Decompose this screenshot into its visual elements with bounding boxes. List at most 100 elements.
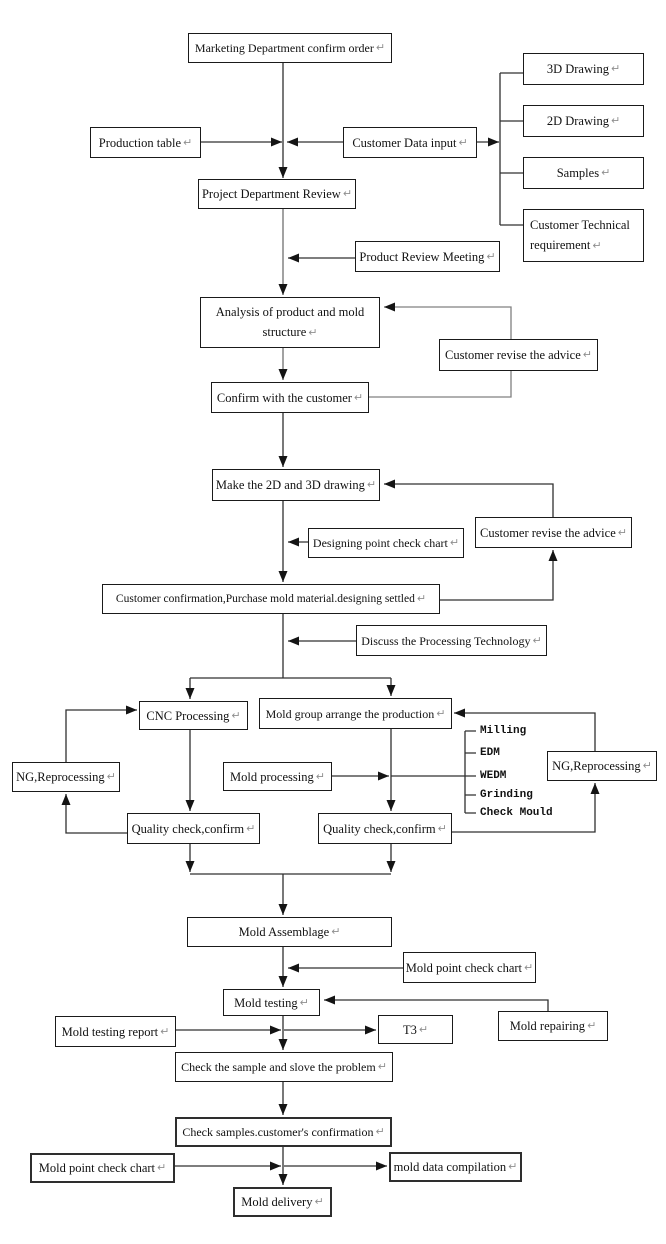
return-mark-icon: ↵ bbox=[160, 1024, 170, 1038]
node-label: Customer Data input bbox=[352, 135, 457, 150]
node-label: NG,Reprocessing bbox=[16, 770, 105, 784]
node-project-department-review: Project Department Review↵ bbox=[198, 179, 356, 209]
return-mark-icon: ↵ bbox=[508, 1160, 518, 1173]
node-product-review-meeting: Product Review Meeting↵ bbox=[355, 241, 500, 272]
process-label-edm: EDM bbox=[480, 747, 500, 759]
node-discuss-processing-technology: Discuss the Processing Technology↵ bbox=[356, 625, 547, 656]
node-label: Analysis of product and mold structure↵ bbox=[215, 305, 365, 339]
return-mark-icon: ↵ bbox=[183, 135, 193, 149]
node-mold-group-arrange-production: Mold group arrange the production↵ bbox=[259, 698, 452, 729]
node-mold-point-check-chart-2: Mold point check chart↵ bbox=[30, 1153, 175, 1183]
return-mark-icon: ↵ bbox=[106, 770, 116, 783]
return-mark-icon: ↵ bbox=[375, 1125, 385, 1138]
return-mark-icon: ↵ bbox=[231, 708, 241, 722]
node-t3: T3↵ bbox=[378, 1015, 453, 1044]
node-label: Customer Technical requirement↵ bbox=[530, 218, 630, 252]
return-mark-icon: ↵ bbox=[458, 135, 468, 149]
node-quality-check-confirm-left: Quality check,confirm↵ bbox=[127, 813, 260, 844]
return-mark-icon: ↵ bbox=[315, 769, 325, 783]
node-mold-testing: Mold testing↵ bbox=[223, 989, 320, 1016]
return-mark-icon: ↵ bbox=[524, 960, 534, 974]
node-label: Check samples.customer's confirmation bbox=[182, 1125, 374, 1139]
return-mark-icon: ↵ bbox=[308, 326, 318, 339]
node-label: Customer confirmation,Purchase mold mate… bbox=[115, 593, 415, 605]
node-label: Mold testing bbox=[234, 995, 298, 1010]
node-check-sample-solve-problem: Check the sample and slove the problem↵ bbox=[175, 1052, 393, 1082]
node-production-table: Production table↵ bbox=[90, 127, 201, 158]
node-label: Customer revise the advice bbox=[480, 525, 616, 540]
return-mark-icon: ↵ bbox=[436, 706, 446, 720]
node-mold-data-compilation: mold data compilation↵ bbox=[389, 1152, 522, 1182]
node-mold-repairing: Mold repairing↵ bbox=[498, 1011, 608, 1041]
return-mark-icon: ↵ bbox=[449, 536, 460, 549]
node-marketing-confirm-order: Marketing Department confirm order↵ bbox=[188, 33, 392, 63]
node-label: Quality check,confirm bbox=[323, 821, 436, 836]
node-mold-testing-report: Mold testing report↵ bbox=[55, 1016, 176, 1047]
return-mark-icon: ↵ bbox=[418, 1022, 429, 1036]
return-mark-icon: ↵ bbox=[601, 166, 611, 179]
node-label: Project Department Review bbox=[201, 187, 341, 201]
return-mark-icon: ↵ bbox=[610, 62, 621, 75]
return-mark-icon: ↵ bbox=[437, 821, 447, 835]
node-label: Mold repairing bbox=[509, 1019, 586, 1033]
node-label: Mold processing bbox=[230, 769, 314, 784]
return-mark-icon: ↵ bbox=[157, 1161, 167, 1174]
node-customer-data-input: Customer Data input↵ bbox=[343, 127, 477, 158]
node-label: Marketing Department confirm order bbox=[194, 41, 374, 55]
return-mark-icon: ↵ bbox=[587, 1019, 597, 1032]
node-mold-assemblage: Mold Assemblage↵ bbox=[187, 917, 392, 947]
process-label-check-mould: Check Mould bbox=[480, 807, 553, 819]
node-label: Production table bbox=[98, 135, 182, 150]
return-mark-icon: ↵ bbox=[610, 114, 621, 127]
node-label: Confirm with the customer bbox=[216, 390, 352, 405]
node-label: Discuss the Processing Technology bbox=[361, 633, 531, 648]
node-make-2d-3d-drawing: Make the 2D and 3D drawing↵ bbox=[212, 469, 380, 501]
node-label: Check the sample and slove the problem bbox=[181, 1060, 376, 1074]
return-mark-icon: ↵ bbox=[486, 249, 496, 263]
process-label-wedm: WEDM bbox=[480, 770, 507, 782]
process-label-milling: Milling bbox=[480, 725, 527, 737]
process-label-grinding: Grinding bbox=[480, 789, 533, 801]
node-label: Customer revise the advice bbox=[445, 348, 581, 362]
return-mark-icon: ↵ bbox=[366, 478, 377, 491]
return-mark-icon: ↵ bbox=[532, 633, 542, 647]
return-mark-icon: ↵ bbox=[331, 925, 341, 938]
node-customer-technical-requirement: Customer Technical requirement↵ bbox=[523, 209, 644, 262]
return-mark-icon: ↵ bbox=[592, 239, 602, 252]
return-mark-icon: ↵ bbox=[416, 592, 427, 605]
node-samples: Samples↵ bbox=[523, 157, 644, 189]
return-mark-icon: ↵ bbox=[582, 348, 592, 361]
node-label: Designing point check chart bbox=[312, 536, 448, 550]
node-ng-reprocessing-right: NG,Reprocessing↵ bbox=[547, 751, 657, 781]
node-label: Mold delivery bbox=[241, 1195, 313, 1209]
node-ng-reprocessing-left: NG,Reprocessing↵ bbox=[12, 762, 120, 792]
node-cnc-processing: CNC Processing↵ bbox=[139, 701, 248, 730]
return-mark-icon: ↵ bbox=[375, 41, 386, 54]
node-mold-processing: Mold processing↵ bbox=[223, 762, 332, 791]
node-check-samples-customer-confirmation: Check samples.customer's confirmation↵ bbox=[175, 1117, 392, 1147]
node-mold-delivery: Mold delivery↵ bbox=[233, 1187, 332, 1217]
node-analysis-product-mold-structure: Analysis of product and mold structure↵ bbox=[200, 297, 380, 348]
node-label: Product Review Meeting bbox=[359, 249, 485, 264]
node-label: Make the 2D and 3D drawing bbox=[215, 478, 365, 492]
return-mark-icon: ↵ bbox=[353, 390, 364, 404]
node-label: mold data compilation bbox=[393, 1160, 507, 1174]
node-quality-check-confirm-right: Quality check,confirm↵ bbox=[318, 813, 452, 844]
node-label: Mold testing report bbox=[61, 1024, 159, 1039]
node-3d-drawing: 3D Drawing↵ bbox=[523, 53, 644, 85]
return-mark-icon: ↵ bbox=[377, 1060, 387, 1073]
return-mark-icon: ↵ bbox=[246, 821, 256, 835]
node-label: NG,Reprocessing bbox=[552, 759, 641, 773]
return-mark-icon: ↵ bbox=[617, 525, 627, 539]
node-label: Quality check,confirm bbox=[131, 821, 245, 836]
node-customer-revise-advice-2: Customer revise the advice↵ bbox=[475, 517, 632, 548]
node-customer-revise-advice-1: Customer revise the advice↵ bbox=[439, 339, 598, 371]
return-mark-icon: ↵ bbox=[342, 187, 353, 200]
node-designing-point-check-chart: Designing point check chart↵ bbox=[308, 528, 464, 558]
node-label: CNC Processing bbox=[146, 708, 230, 723]
return-mark-icon: ↵ bbox=[642, 759, 652, 772]
node-label: Samples bbox=[556, 166, 600, 180]
return-mark-icon: ↵ bbox=[314, 1195, 324, 1208]
